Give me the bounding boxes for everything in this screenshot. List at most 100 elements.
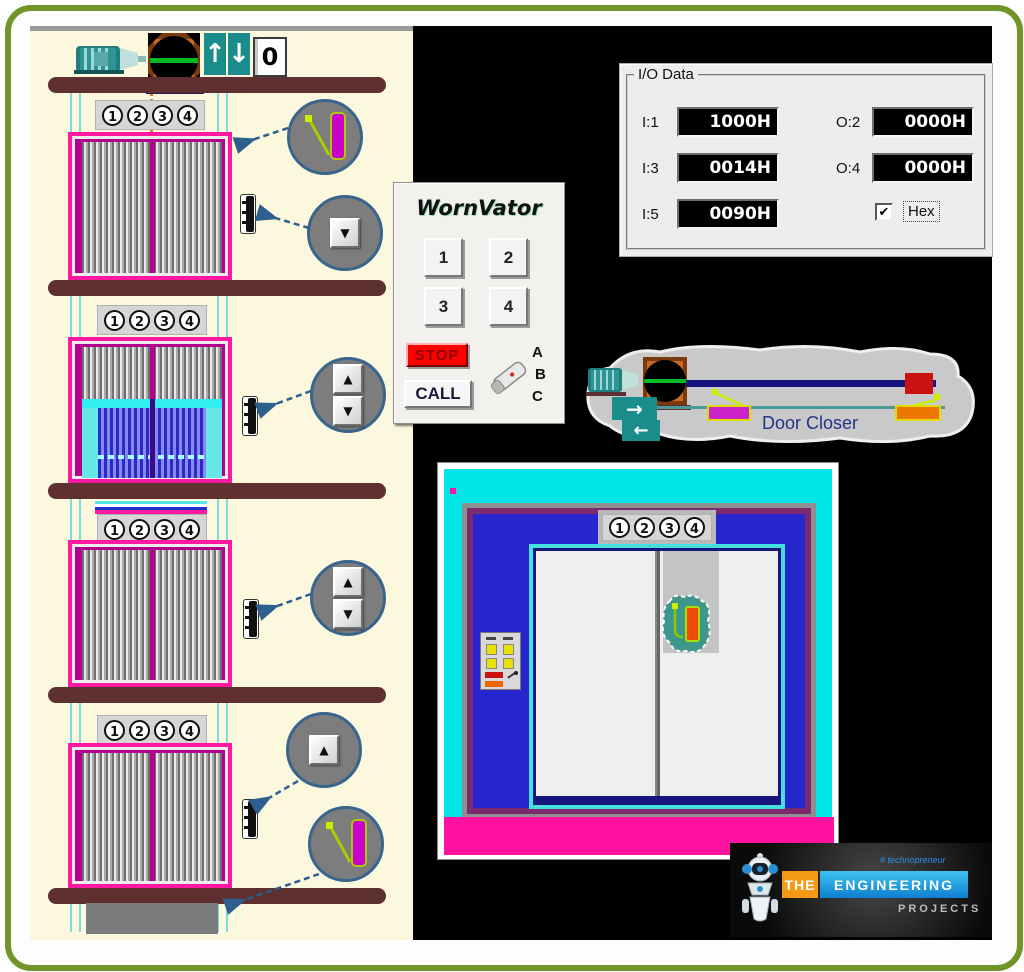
floor-button-4[interactable]: 4 [489, 287, 528, 326]
door-close-arrow-box: ← [622, 420, 660, 441]
input5-label: I:5 [642, 206, 659, 223]
indicator-digit: 3 [154, 309, 175, 331]
floor-button-1[interactable]: 1 [424, 238, 463, 277]
input3-label: I:3 [642, 160, 659, 177]
door-handle-indicator [661, 594, 711, 653]
wornvator-panel: WornVator 1 2 3 4 STOP CALL A B C [393, 182, 565, 424]
indicator-digit: 4 [179, 309, 200, 331]
call-button-floor4[interactable]: ▼ [307, 195, 383, 271]
logo-projects: PROJECTS [898, 903, 982, 915]
panel-title: WornVator [416, 196, 542, 220]
logo-engineering: ENGINEERING [820, 871, 968, 898]
call-buttons-floor3[interactable]: ▲ ▼ [310, 357, 386, 433]
call-buttons-floor2[interactable]: ▲ ▼ [310, 560, 386, 636]
logo-the: THE [782, 871, 818, 898]
motor-icon [74, 46, 146, 74]
io-data-panel: I/O Data I:1 1000H O:2 0000H I:3 0014H O… [619, 63, 993, 257]
closeup-left-door [536, 551, 657, 796]
floor-counter-display: 0 [253, 37, 287, 77]
closeup-control-panel [480, 632, 521, 690]
door-drive-bar [686, 380, 936, 387]
right-door-lever [895, 394, 941, 421]
io-group-title: I/O Data [634, 66, 698, 83]
door-track-line [657, 406, 945, 409]
left-door-lever [707, 389, 751, 421]
down-triangle-icon: ▼ [340, 226, 350, 240]
right-arrow-icon: → [626, 396, 643, 421]
indicator-digit: 2 [129, 518, 150, 540]
indicator-digit: 1 [104, 719, 125, 741]
slab-floor2 [48, 687, 386, 703]
car-wall-left [82, 408, 98, 478]
indicator-digit: 2 [129, 719, 150, 741]
down-triangle-icon: ▼ [343, 404, 353, 418]
limit-switch-floor3 [242, 396, 258, 436]
down-call-button[interactable]: ▼ [330, 218, 360, 248]
indicator-digit: 1 [102, 104, 123, 126]
down-arrow-icon: ↓ [228, 39, 250, 69]
key-switch[interactable] [484, 353, 532, 405]
input3-value: 0014H [677, 153, 779, 183]
door-closer-label: Door Closer [762, 413, 859, 433]
hex-checkbox[interactable]: ✔ [875, 203, 893, 221]
up-call-button[interactable]: ▲ [333, 567, 363, 597]
wall-pixel-accent [450, 488, 456, 494]
call-button[interactable]: CALL [404, 380, 472, 408]
slab-top [48, 77, 386, 93]
down-call-button[interactable]: ▼ [333, 599, 363, 629]
up-triangle-icon: ▲ [343, 575, 353, 589]
hoistway-door-floor4 [68, 132, 232, 280]
up-arrow-icon: ↑ [204, 39, 226, 69]
elevator-car-floor3-doors-open [68, 337, 232, 483]
up-call-button[interactable]: ▲ [333, 364, 363, 394]
car-center-post [150, 399, 155, 478]
brand-logo: # technopreneur THE ENGINEERING PROJECTS [730, 843, 992, 937]
hoistway-door-floor1 [68, 743, 232, 888]
indicator-digit: 1 [104, 309, 125, 331]
slab-ground [48, 888, 386, 904]
floor-button-3[interactable]: 3 [424, 287, 463, 326]
key-position-c: C [532, 388, 543, 405]
checkmark-icon: ✔ [878, 204, 890, 220]
call-button-floor1[interactable]: ▲ [286, 712, 362, 788]
robot-mascot-icon [742, 853, 778, 922]
hex-checkbox-label[interactable]: Hex [903, 201, 940, 222]
left-arrow-icon: ← [633, 420, 649, 441]
limit-switch-floor2 [243, 599, 259, 639]
limit-switch-floor4 [240, 194, 256, 234]
down-call-button[interactable]: ▼ [333, 396, 363, 426]
door-lever-indicator-bottom [308, 806, 384, 882]
closeup-door-gap [657, 551, 660, 796]
indicator-digit: 1 [104, 518, 125, 540]
limit-switch-floor1 [242, 799, 258, 839]
car-roof-peek [95, 501, 207, 514]
indicator-digit: 4 [684, 517, 705, 538]
logo-tagline: # technopreneur [880, 855, 946, 865]
indicator-digit: 3 [659, 517, 680, 538]
floor-button-2[interactable]: 2 [489, 238, 528, 277]
elevator-pit [86, 903, 218, 934]
key-position-b: B [535, 366, 546, 383]
indicator-digit: 2 [127, 104, 148, 126]
slab-floor4 [48, 280, 386, 296]
guide-rail-left [70, 92, 81, 932]
input1-label: I:1 [642, 114, 659, 131]
down-direction-indicator: ↓ [228, 33, 250, 75]
down-triangle-icon: ▼ [343, 607, 353, 621]
indicator-digit: 4 [177, 104, 198, 126]
stop-button[interactable]: STOP [406, 343, 468, 367]
output4-value: 0000H [872, 153, 974, 183]
indicator-digit: 3 [154, 518, 175, 540]
closeup-door-frame [529, 544, 785, 809]
input5-value: 0090H [677, 199, 779, 229]
up-call-button[interactable]: ▲ [309, 735, 339, 765]
door-lever-indicator-top [287, 99, 363, 175]
indicator-digit: 4 [179, 518, 200, 540]
